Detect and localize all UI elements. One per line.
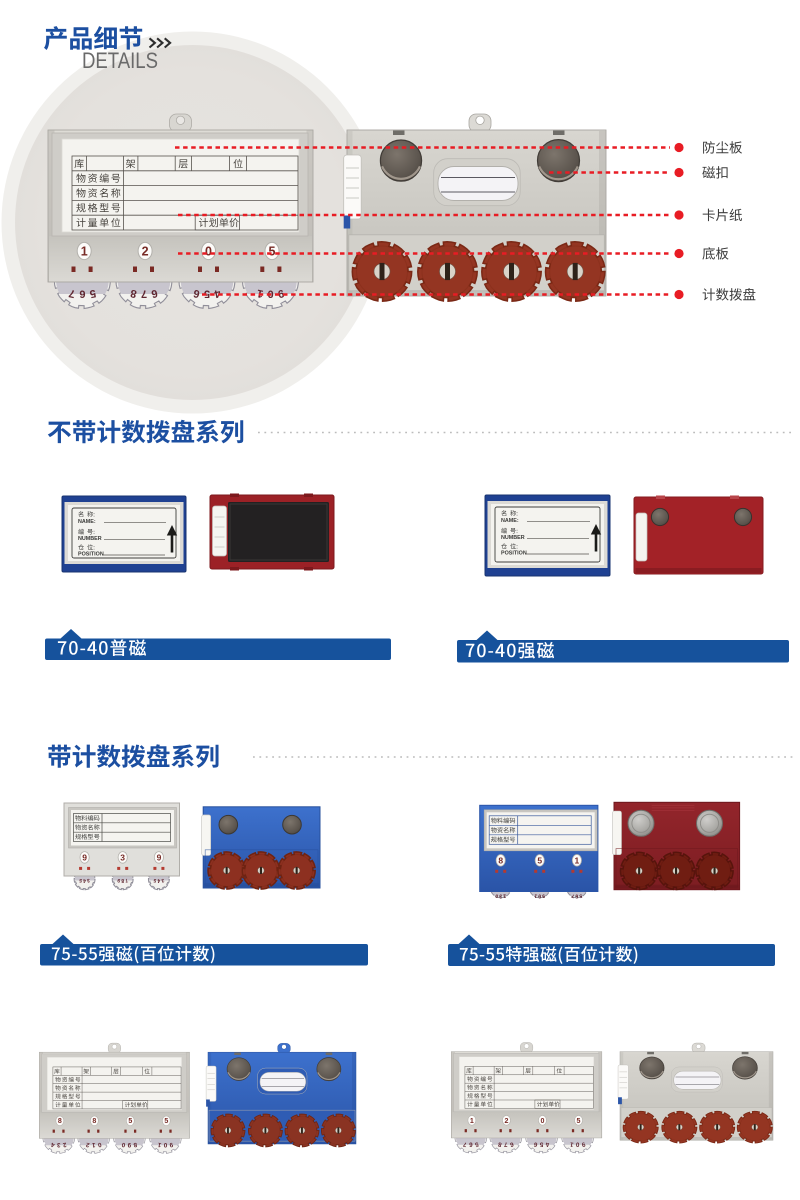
svg-text:NAME:: NAME:: [501, 518, 519, 524]
svg-text:6: 6: [533, 1140, 538, 1148]
svg-text:1: 1: [157, 1141, 162, 1149]
svg-text:9: 9: [541, 892, 545, 898]
svg-text:7: 7: [68, 287, 76, 300]
svg-text:NUMBER: NUMBER: [78, 536, 102, 542]
svg-text:9: 9: [581, 1140, 586, 1148]
svg-text:6: 6: [469, 1141, 473, 1148]
svg-text:4: 4: [212, 287, 221, 300]
svg-text:1: 1: [470, 1117, 474, 1125]
svg-text:8: 8: [129, 287, 137, 300]
svg-text:DETAILS: DETAILS: [82, 48, 158, 73]
svg-text:6: 6: [150, 287, 158, 300]
svg-text:0: 0: [205, 244, 212, 258]
svg-text:8: 8: [498, 855, 503, 865]
svg-text:5: 5: [537, 855, 542, 865]
svg-text:4: 4: [83, 877, 86, 883]
svg-text:1: 1: [91, 1141, 95, 1148]
svg-text:9: 9: [277, 287, 285, 300]
svg-text:2: 2: [504, 1117, 508, 1125]
svg-text:7: 7: [571, 892, 575, 898]
svg-text:0: 0: [121, 1141, 126, 1149]
svg-text:6: 6: [192, 287, 200, 300]
svg-text:7: 7: [504, 1141, 508, 1148]
svg-text:2: 2: [62, 1141, 67, 1149]
svg-text:NAME:: NAME:: [78, 519, 96, 525]
svg-text:0: 0: [267, 287, 273, 299]
svg-text:7: 7: [124, 877, 128, 883]
svg-text:7: 7: [141, 287, 147, 299]
svg-text:9: 9: [157, 852, 162, 862]
svg-text:9: 9: [127, 1141, 131, 1148]
svg-text:6: 6: [79, 287, 85, 299]
svg-text:5: 5: [153, 877, 157, 883]
svg-text:0: 0: [97, 1141, 102, 1149]
svg-text:8: 8: [497, 1140, 502, 1148]
svg-text:0: 0: [540, 1117, 544, 1125]
svg-text:1: 1: [534, 892, 538, 898]
svg-text:0: 0: [538, 893, 541, 899]
svg-text:4: 4: [545, 1140, 550, 1148]
svg-text:5: 5: [164, 1117, 168, 1125]
svg-text:5: 5: [79, 877, 83, 883]
svg-text:7: 7: [462, 1140, 467, 1148]
svg-text:3: 3: [161, 877, 165, 883]
svg-text:3: 3: [57, 1141, 61, 1148]
svg-text:POSITION: POSITION: [501, 550, 527, 556]
svg-text:5: 5: [269, 244, 276, 258]
svg-text:3: 3: [499, 893, 502, 899]
svg-text:8: 8: [92, 1117, 96, 1125]
svg-text:2: 2: [85, 1141, 90, 1149]
svg-text:9: 9: [168, 1141, 173, 1149]
svg-text:6: 6: [509, 1140, 514, 1148]
svg-text:1: 1: [81, 244, 88, 258]
svg-text:0: 0: [495, 892, 499, 898]
svg-text:5: 5: [89, 287, 97, 300]
svg-text:5: 5: [204, 287, 210, 299]
svg-text:POSITION: POSITION: [78, 551, 104, 557]
svg-text:8: 8: [58, 1117, 62, 1125]
svg-text:2: 2: [142, 244, 149, 258]
svg-text:5: 5: [474, 1140, 479, 1148]
svg-text:5: 5: [128, 1117, 132, 1125]
svg-text:6: 6: [575, 893, 578, 899]
svg-text:9: 9: [117, 877, 121, 883]
svg-text:5: 5: [577, 1117, 581, 1125]
svg-text:8: 8: [121, 877, 124, 883]
svg-text:4: 4: [50, 1141, 55, 1149]
svg-text:5: 5: [579, 892, 583, 898]
svg-text:1: 1: [256, 287, 264, 300]
svg-text:2: 2: [502, 892, 506, 898]
svg-text:NUMBER: NUMBER: [501, 535, 525, 541]
svg-text:1: 1: [574, 855, 579, 865]
svg-text:0: 0: [575, 1141, 579, 1148]
svg-text:3: 3: [86, 877, 90, 883]
svg-text:0: 0: [163, 1141, 167, 1148]
svg-text:9: 9: [82, 852, 87, 862]
svg-text:1: 1: [569, 1140, 574, 1148]
svg-text:8: 8: [132, 1141, 137, 1149]
svg-text:3: 3: [120, 852, 125, 862]
svg-text:4: 4: [157, 877, 160, 883]
svg-text:5: 5: [539, 1141, 543, 1148]
